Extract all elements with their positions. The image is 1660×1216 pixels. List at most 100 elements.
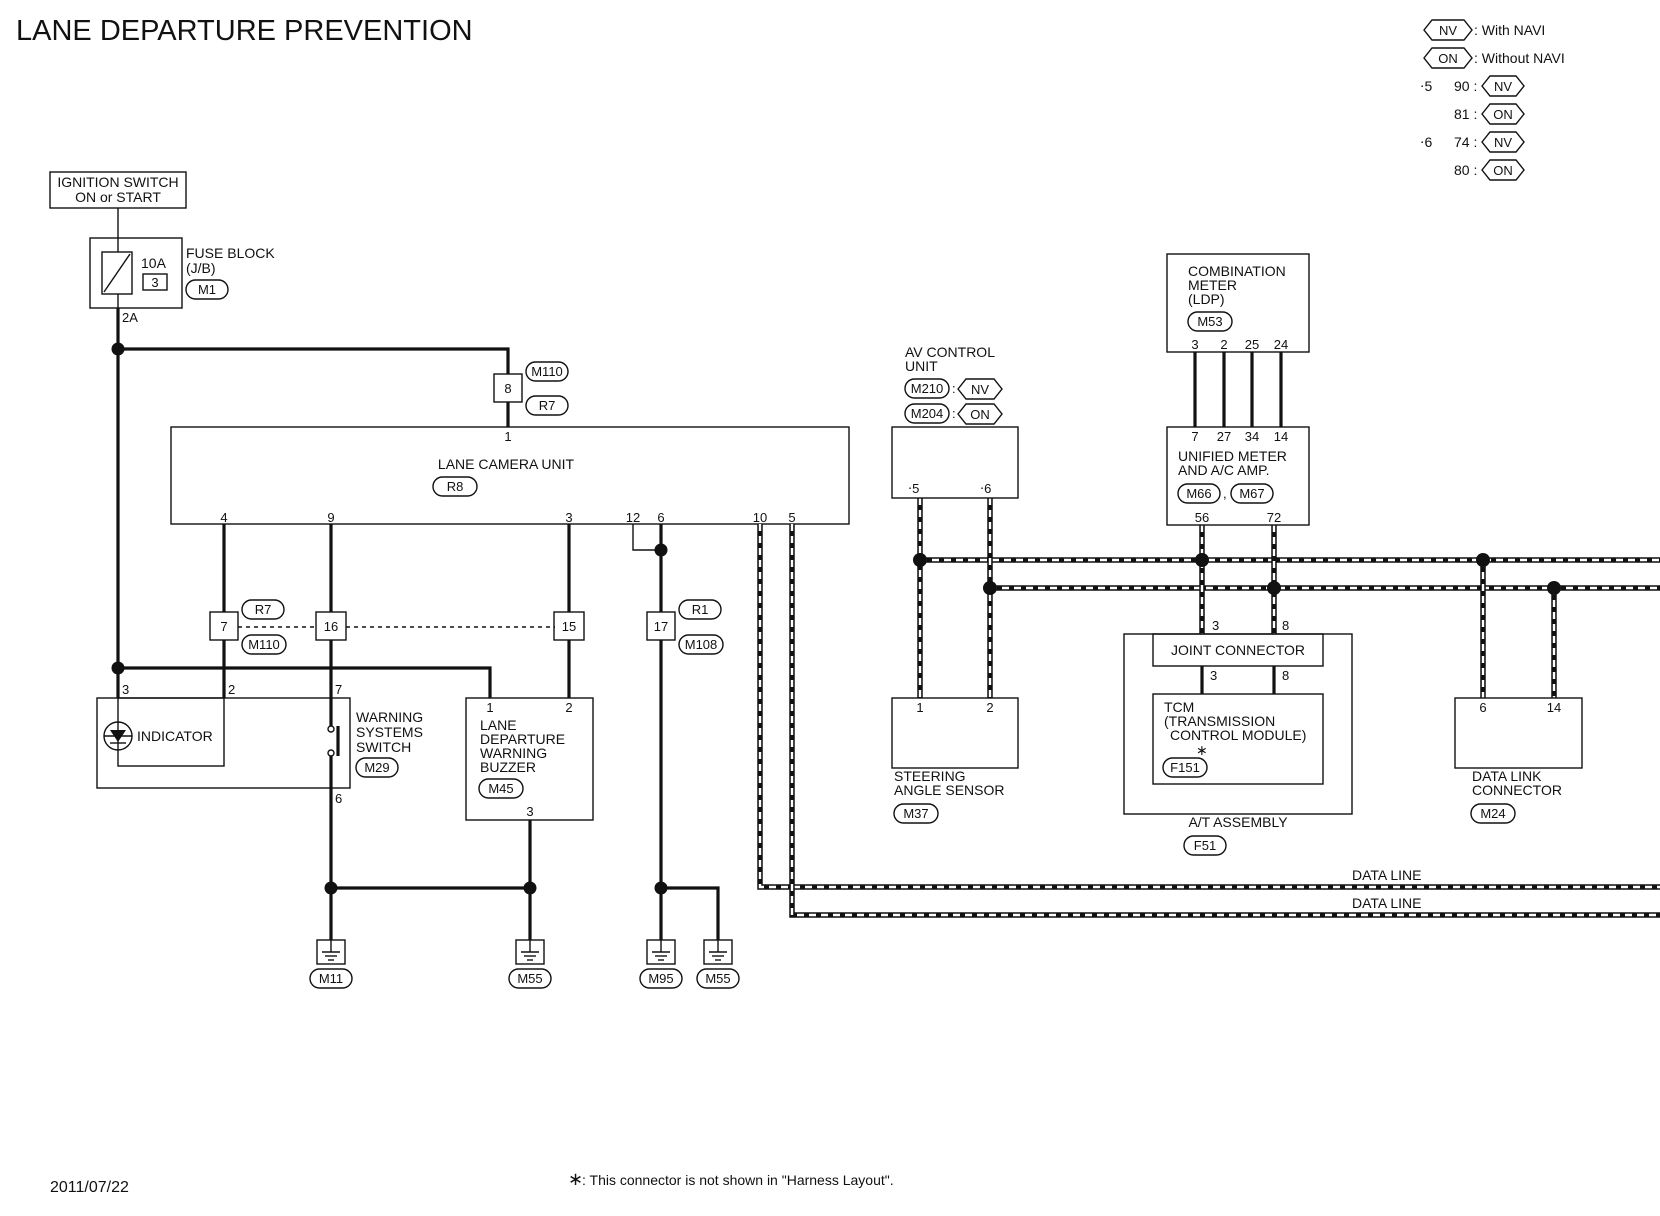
- unified-pin-14: 14: [1274, 429, 1288, 444]
- dlc-line1: DATA LINK: [1472, 768, 1542, 784]
- av-pin-b: ⋅6: [980, 481, 991, 496]
- fuse-amp: 10A: [141, 255, 167, 271]
- buzzer-connector: M45: [488, 781, 513, 796]
- data-line-label-1: DATA LINE: [1352, 867, 1422, 883]
- at-pin-8-bottom: 8: [1282, 668, 1289, 683]
- switch-label2: SYSTEMS: [356, 724, 423, 740]
- lane-camera-pin-10: 10: [753, 510, 767, 525]
- fuse-label2: (J/B): [186, 260, 216, 276]
- comb-pin-2: 2: [1220, 337, 1227, 352]
- unified-pin-7: 7: [1191, 429, 1198, 444]
- lane-camera-pin-6: 6: [657, 510, 664, 525]
- buzzer-line4: BUZZER: [480, 759, 536, 775]
- legend-star6-nv-tag: NV: [1494, 135, 1512, 150]
- junction-16: 16: [324, 619, 338, 634]
- junction-top: 8 M110 R7: [493, 361, 569, 416]
- legend-nv-desc: : With NAVI: [1474, 22, 1545, 38]
- at-assembly: 3 8 JOINT CONNECTOR 3 8 TCM (TRANSMISSIO…: [1123, 618, 1353, 856]
- lane-camera-pin-3: 3: [565, 510, 572, 525]
- combination-meter: COMBINATION METER (LDP) M53 3 2 25 24: [1166, 253, 1310, 353]
- legend-nv-tag: NV: [1439, 23, 1457, 38]
- dlc-connector: M24: [1480, 806, 1505, 821]
- unified-meter: 7 27 34 14 UNIFIED METER AND A/C AMP. M6…: [1166, 426, 1310, 526]
- steering-line2: ANGLE SENSOR: [894, 782, 1004, 798]
- unified-pin-27: 27: [1217, 429, 1231, 444]
- av-tag-nv: NV: [971, 382, 989, 397]
- at-assembly-connector: F51: [1194, 838, 1216, 853]
- av-line1: AV CONTROL: [905, 344, 995, 360]
- switch-pin-3: 3: [122, 682, 129, 697]
- legend-star5-pin-on: 81 :: [1454, 106, 1477, 122]
- lane-camera-connector: R8: [447, 479, 464, 494]
- indicator-label: INDICATOR: [137, 728, 213, 744]
- dlc-pin-14: 14: [1547, 700, 1561, 715]
- junction-conn-m108: M108: [685, 637, 718, 652]
- comb-connector: M53: [1197, 314, 1222, 329]
- footnote: : This connector is not shown in "Harnes…: [582, 1172, 894, 1188]
- switch-contact-icon: [327, 698, 340, 788]
- unified-pin-34: 34: [1245, 429, 1259, 444]
- comb-line1: COMBINATION: [1188, 263, 1286, 279]
- fuse-label1: FUSE BLOCK: [186, 245, 275, 261]
- data-link-connector: 6 14 DATA LINK CONNECTOR M24: [1454, 697, 1583, 824]
- buzzer-line1: LANE: [480, 717, 517, 733]
- junction-17: 17: [654, 619, 668, 634]
- fuse-number: 3: [151, 275, 158, 290]
- steering-pin-1: 1: [916, 700, 923, 715]
- tcm-line3: CONTROL MODULE): [1170, 727, 1306, 743]
- junction-15: 15: [562, 619, 576, 634]
- steering-line1: STEERING: [894, 768, 966, 784]
- lane-camera-pin-5: 5: [788, 510, 795, 525]
- legend-on-desc: : Without NAVI: [1474, 50, 1565, 66]
- dlc-line2: CONNECTOR: [1472, 782, 1562, 798]
- tcm-connector: F151: [1170, 760, 1200, 775]
- comb-line2: METER: [1188, 277, 1237, 293]
- mid-junctions: 7 16 15 R7 M110 17 R1 M108: [209, 599, 724, 655]
- legend-on-tag: ON: [1438, 51, 1458, 66]
- av-line2: UNIT: [905, 358, 938, 374]
- buzzer-line2: DEPARTURE: [480, 731, 565, 747]
- fuse-output-pin: 2A: [122, 310, 138, 325]
- unified-pin-72: 72: [1267, 510, 1281, 525]
- legend-star5-on-tag: ON: [1493, 107, 1513, 122]
- fuse-connector: M1: [198, 282, 216, 297]
- junction-mid-conn-m110: M110: [248, 637, 280, 652]
- junction-7: 7: [220, 619, 227, 634]
- footnote-star: ∗: [568, 1169, 583, 1189]
- av-conn-on: M204: [911, 406, 944, 421]
- data-lines: DATA LINE DATA LINE: [757, 498, 1660, 918]
- tcm-star: ∗: [1196, 742, 1208, 758]
- ground-m55-a: M55: [508, 939, 552, 989]
- at-assembly-label: A/T ASSEMBLY: [1188, 814, 1288, 830]
- junction-mid-conn-r7: R7: [255, 602, 272, 617]
- legend-star6-pin-on: 80 :: [1454, 162, 1477, 178]
- ignition-line2: ON or START: [75, 189, 161, 205]
- at-pin-8-top: 8: [1282, 618, 1289, 633]
- legend-star6: ⋅6: [1420, 134, 1432, 150]
- ground-label-m55-a: M55: [517, 971, 542, 986]
- data-line-label-2: DATA LINE: [1352, 895, 1422, 911]
- ground-m55-b: M55: [696, 939, 740, 989]
- junction-top-conn-b: R7: [539, 398, 556, 413]
- av-pin-a: ⋅5: [908, 481, 919, 496]
- joint-connector-label: JOINT CONNECTOR: [1171, 642, 1305, 658]
- ground-m95: M95: [639, 939, 683, 989]
- at-pin-3-bottom: 3: [1210, 668, 1217, 683]
- switch-label3: SWITCH: [356, 739, 411, 755]
- unified-line1: UNIFIED METER: [1178, 448, 1287, 464]
- comb-pin-25: 25: [1245, 337, 1259, 352]
- av-sep-on: :: [952, 406, 956, 421]
- lane-camera-pin-9: 9: [327, 510, 334, 525]
- page-title: LANE DEPARTURE PREVENTION: [16, 15, 473, 47]
- legend-star6-on-tag: ON: [1493, 163, 1513, 178]
- power-wires: [111, 308, 510, 698]
- ignition-switch: IGNITION SWITCH ON or START: [49, 171, 187, 209]
- tcm-line1: TCM: [1164, 699, 1194, 715]
- comb-pin-3: 3: [1191, 337, 1198, 352]
- ground-label-m95: M95: [648, 971, 673, 986]
- switch-pin-7: 7: [335, 682, 342, 697]
- unified-pin-56: 56: [1195, 510, 1209, 525]
- unified-comma: ,: [1223, 486, 1227, 501]
- steering-angle-sensor: 1 2 STEERING ANGLE SENSOR M37: [891, 697, 1019, 824]
